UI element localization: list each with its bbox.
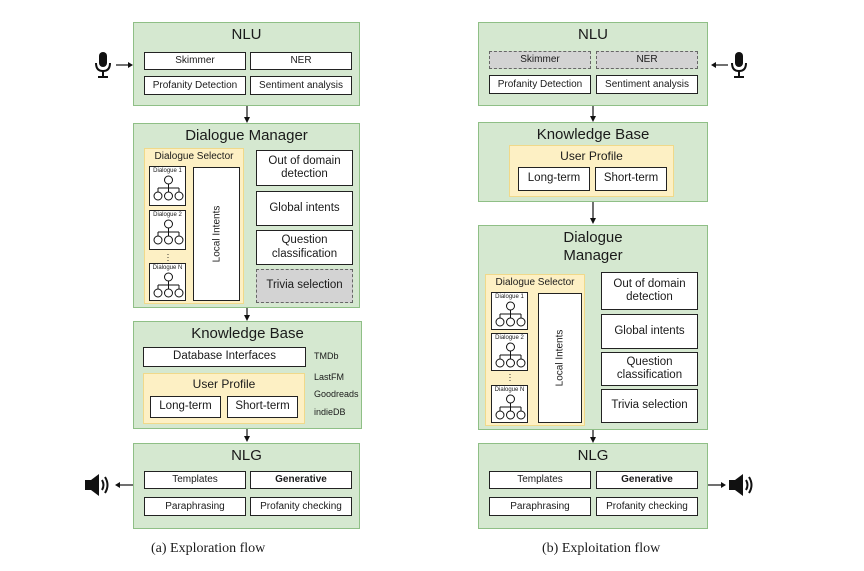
dialogue-1-label: Dialogue 1 (153, 168, 182, 174)
sentiment-analysis-box: Sentiment analysis (596, 75, 698, 94)
ner-box: NER (250, 52, 352, 70)
dialogue-selector-title: Dialogue Selector (495, 277, 575, 288)
out-of-domain-box: Out of domain detection (256, 150, 353, 186)
user-profile-group: User Profile Long-term Short-term (509, 145, 674, 197)
profanity-checking-box: Profanity checking (250, 497, 352, 516)
knowledge-base-module: Knowledge Base Database Interfaces User … (133, 321, 362, 429)
caption-exploration: (a) Exploration flow (151, 541, 266, 556)
dialogue-2-card: Dialogue 2 (149, 210, 186, 250)
local-intents-label: Local Intents (211, 205, 222, 263)
templates-box: Templates (144, 471, 246, 489)
profanity-detection-box: Profanity Detection (489, 75, 591, 94)
generative-box: Generative (250, 471, 352, 489)
nlu-module: NLU Skimmer NER Profanity Detection Sent… (478, 22, 708, 106)
paraphrasing-box: Paraphrasing (489, 497, 591, 516)
mic-to-nlu-arrow (116, 62, 133, 68)
short-term-box: Short-term (227, 396, 298, 418)
dm-to-kb-arrow (244, 308, 250, 321)
dialogue-n-card: Dialogue N (149, 263, 186, 301)
global-intents-box: Global intents (601, 314, 698, 349)
kb-to-dm-arrow (590, 202, 596, 224)
source-tmdb: TMDb (314, 351, 339, 361)
dialogue-2-label: Dialogue 2 (153, 212, 182, 218)
dialogue-tree-icon (153, 175, 184, 201)
nlu-title: NLU (231, 26, 262, 43)
ner-box: NER (596, 51, 698, 69)
dm-to-nlg-arrow (590, 430, 596, 443)
global-intents-box: Global intents (256, 191, 353, 226)
long-term-box: Long-term (150, 396, 221, 418)
source-goodreads: Goodreads (314, 389, 359, 399)
out-of-domain-box: Out of domain detection (601, 272, 698, 310)
nlu-module: NLU Skimmer NER Profanity Detection Sent… (133, 22, 360, 106)
nlg-to-speaker-arrow (115, 482, 133, 488)
dialogue-n-label: Dialogue N (494, 387, 525, 393)
skimmer-box: Skimmer (144, 52, 246, 70)
dialogue-1-label: Dialogue 1 (495, 294, 524, 300)
question-classification-box: Question classification (601, 352, 698, 386)
dialogue-2-card: Dialogue 2 (491, 333, 528, 371)
knowledge-base-title: Knowledge Base (536, 126, 650, 143)
source-indiedb: indieDB (314, 407, 346, 417)
skimmer-box: Skimmer (489, 51, 591, 69)
speaker-icon (728, 472, 756, 498)
templates-box: Templates (489, 471, 591, 489)
dialogue-2-label: Dialogue 2 (495, 335, 524, 341)
profanity-detection-box: Profanity Detection (144, 76, 246, 95)
speaker-icon (84, 472, 112, 498)
dialogue-tree-icon (153, 219, 184, 245)
kb-to-nlg-arrow (244, 429, 250, 442)
nlg-module: NLG Templates Generative Paraphrasing Pr… (478, 443, 708, 529)
user-profile-title: User Profile (560, 149, 623, 163)
user-profile-title: User Profile (192, 377, 256, 391)
dialogue-manager-module: Dialogue Manager Dialogue Selector Dialo… (478, 225, 708, 430)
dialogue-manager-title: Dialogue Manager (185, 127, 308, 144)
generative-box: Generative (596, 471, 698, 489)
dialogue-1-card: Dialogue 1 (491, 292, 528, 330)
dialogue-manager-title-line2: Manager (563, 247, 623, 264)
profanity-checking-box: Profanity checking (596, 497, 698, 516)
nlg-title: NLG (577, 447, 609, 464)
knowledge-base-module: Knowledge Base User Profile Long-term Sh… (478, 122, 708, 202)
dialogue-manager-title-line1: Dialogue (563, 229, 623, 246)
caption-exploitation: (b) Exploitation flow (542, 541, 661, 556)
sentiment-analysis-box: Sentiment analysis (250, 76, 352, 95)
dialogue-tree-icon (495, 301, 526, 327)
dialogue-n-label: Dialogue N (152, 265, 183, 271)
nlu-to-kb-arrow (590, 106, 596, 122)
dialogue-tree-icon (495, 342, 526, 368)
dialogue-manager-module: Dialogue Manager Dialogue Selector Dialo… (133, 123, 360, 308)
ellipsis-icon: ··· (166, 249, 170, 265)
long-term-box: Long-term (518, 167, 590, 191)
mic-to-nlu-arrow (711, 62, 728, 68)
nlg-module: NLG Templates Generative Paraphrasing Pr… (133, 443, 360, 529)
short-term-box: Short-term (595, 167, 667, 191)
dialogue-selector: Dialogue Selector Dialogue 1 Dialogue 2 … (485, 274, 585, 426)
microphone-icon (730, 52, 748, 78)
microphone-icon (94, 52, 112, 78)
dialogue-selector: Dialogue Selector Dialogue 1 Dialogue 2 … (144, 148, 244, 304)
local-intents-box: Local Intents (538, 293, 582, 423)
source-lastfm: LastFM (314, 372, 345, 382)
trivia-selection-box: Trivia selection (601, 389, 698, 423)
knowledge-base-title: Knowledge Base (191, 325, 304, 342)
nlu-to-dm-arrow (244, 106, 250, 123)
local-intents-box: Local Intents (193, 167, 240, 301)
paraphrasing-box: Paraphrasing (144, 497, 246, 516)
user-profile-group: User Profile Long-term Short-term (143, 373, 305, 424)
nlg-to-speaker-arrow (708, 482, 726, 488)
dialogue-tree-icon (495, 394, 526, 420)
ellipsis-icon: ··· (508, 369, 512, 385)
database-interfaces-box: Database Interfaces (143, 347, 306, 367)
local-intents-label: Local Intents (554, 329, 566, 387)
nlg-title: NLG (231, 447, 262, 464)
trivia-selection-box: Trivia selection (256, 269, 353, 303)
dialogue-tree-icon (153, 272, 184, 298)
nlu-title: NLU (577, 26, 608, 43)
dialogue-1-card: Dialogue 1 (149, 166, 186, 206)
dialogue-selector-title: Dialogue Selector (154, 151, 234, 162)
question-classification-box: Question classification (256, 230, 353, 265)
dialogue-n-card: Dialogue N (491, 385, 528, 423)
